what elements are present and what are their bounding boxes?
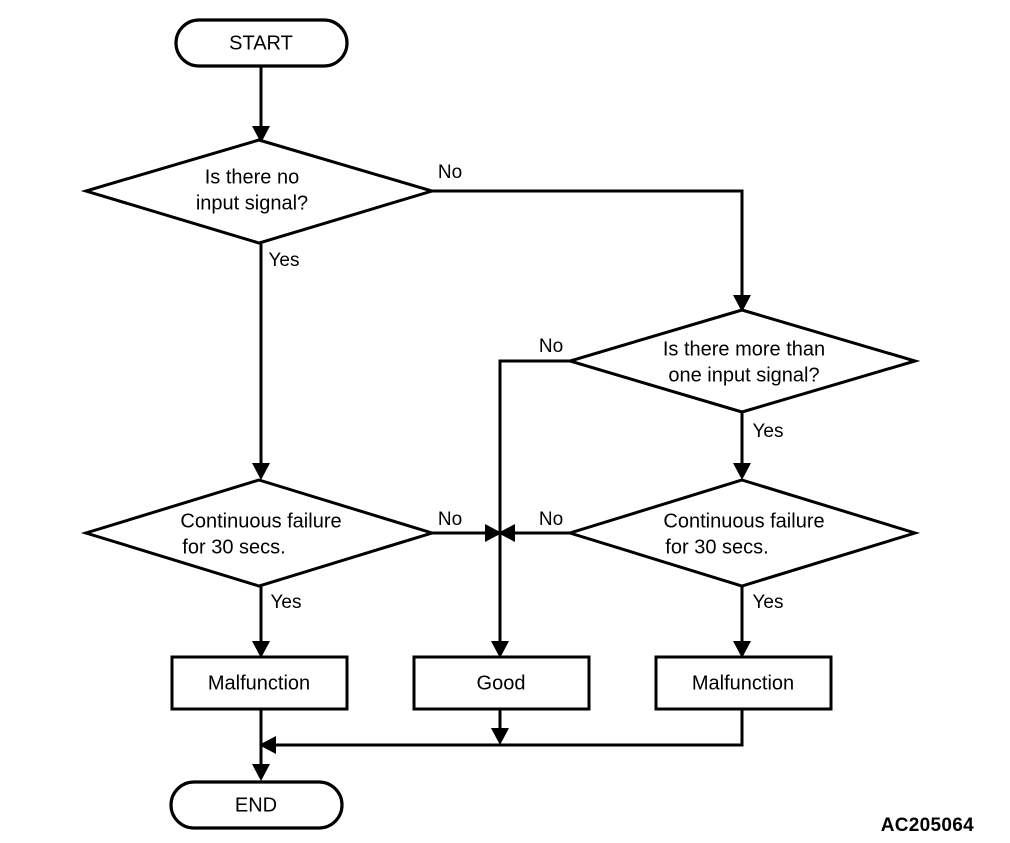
node-decision-continuous-left-label-line1: Continuous failure — [180, 510, 341, 532]
node-decision-no-input-label-line2: input signal? — [196, 192, 308, 214]
edge-continuous-left-yes — [252, 586, 270, 658]
node-end[interactable]: END — [169, 780, 344, 830]
edge-decision2-no — [491, 359, 570, 658]
node-result-malfunction-right[interactable]: Malfunction — [654, 655, 833, 711]
connector-layer — [252, 66, 751, 781]
node-decision-continuous-right-label-line1: Continuous failure — [663, 510, 824, 532]
edge-decision1-no — [432, 189, 751, 312]
node-decision-continuous-right[interactable]: Continuous failure for 30 secs. — [564, 478, 921, 588]
node-decision-more-than-one-label-line1: Is there more than — [663, 338, 825, 360]
edge-malfunction-left-to-end — [252, 709, 270, 781]
node-start[interactable]: START — [174, 18, 349, 68]
node-result-malfunction-right-label: Malfunction — [692, 672, 794, 694]
edge-label-more-than-one-no: No — [539, 336, 563, 357]
edge-continuous-right-no — [498, 524, 570, 542]
node-result-good[interactable]: Good — [412, 655, 591, 711]
edge-good-to-rail — [491, 709, 509, 745]
edge-label-continuous-left-yes: Yes — [271, 592, 302, 613]
edge-label-more-than-one-yes: Yes — [753, 421, 784, 442]
edge-start-to-decision1 — [252, 66, 270, 143]
edge-continuous-left-no — [432, 524, 502, 542]
node-start-label: START — [229, 32, 293, 54]
node-decision-more-than-one[interactable]: Is there more than one input signal? — [564, 308, 921, 414]
node-decision-no-input-label-line1: Is there no — [205, 166, 300, 188]
edge-decision2-yes — [733, 412, 751, 480]
node-result-malfunction-left[interactable]: Malfunction — [170, 655, 349, 711]
node-decision-continuous-left[interactable]: Continuous failure for 30 secs. — [80, 478, 438, 588]
reference-code: AC205064 — [881, 815, 974, 836]
node-end-label: END — [235, 794, 277, 816]
node-result-malfunction-left-label: Malfunction — [208, 672, 310, 694]
edge-label-no-input-no: No — [438, 162, 462, 183]
edge-decision1-yes — [252, 243, 270, 480]
node-decision-continuous-left-label-line2: for 30 secs. — [182, 536, 285, 558]
edge-malfunction-right-to-rail — [259, 709, 744, 754]
node-decision-continuous-right-label-line2: for 30 secs. — [665, 536, 768, 558]
edge-label-layer: No Yes No Yes No Yes No Yes — [269, 162, 784, 613]
edge-label-continuous-right-yes: Yes — [753, 592, 784, 613]
edge-continuous-right-yes — [733, 586, 751, 658]
node-result-good-label: Good — [477, 672, 526, 694]
edge-label-continuous-left-no: No — [438, 509, 462, 530]
node-decision-more-than-one-label-line2: one input signal? — [668, 364, 819, 386]
edge-label-no-input-yes: Yes — [269, 250, 300, 271]
edge-label-continuous-right-no: No — [539, 509, 563, 530]
node-decision-no-input[interactable]: Is there no input signal? — [80, 138, 438, 245]
